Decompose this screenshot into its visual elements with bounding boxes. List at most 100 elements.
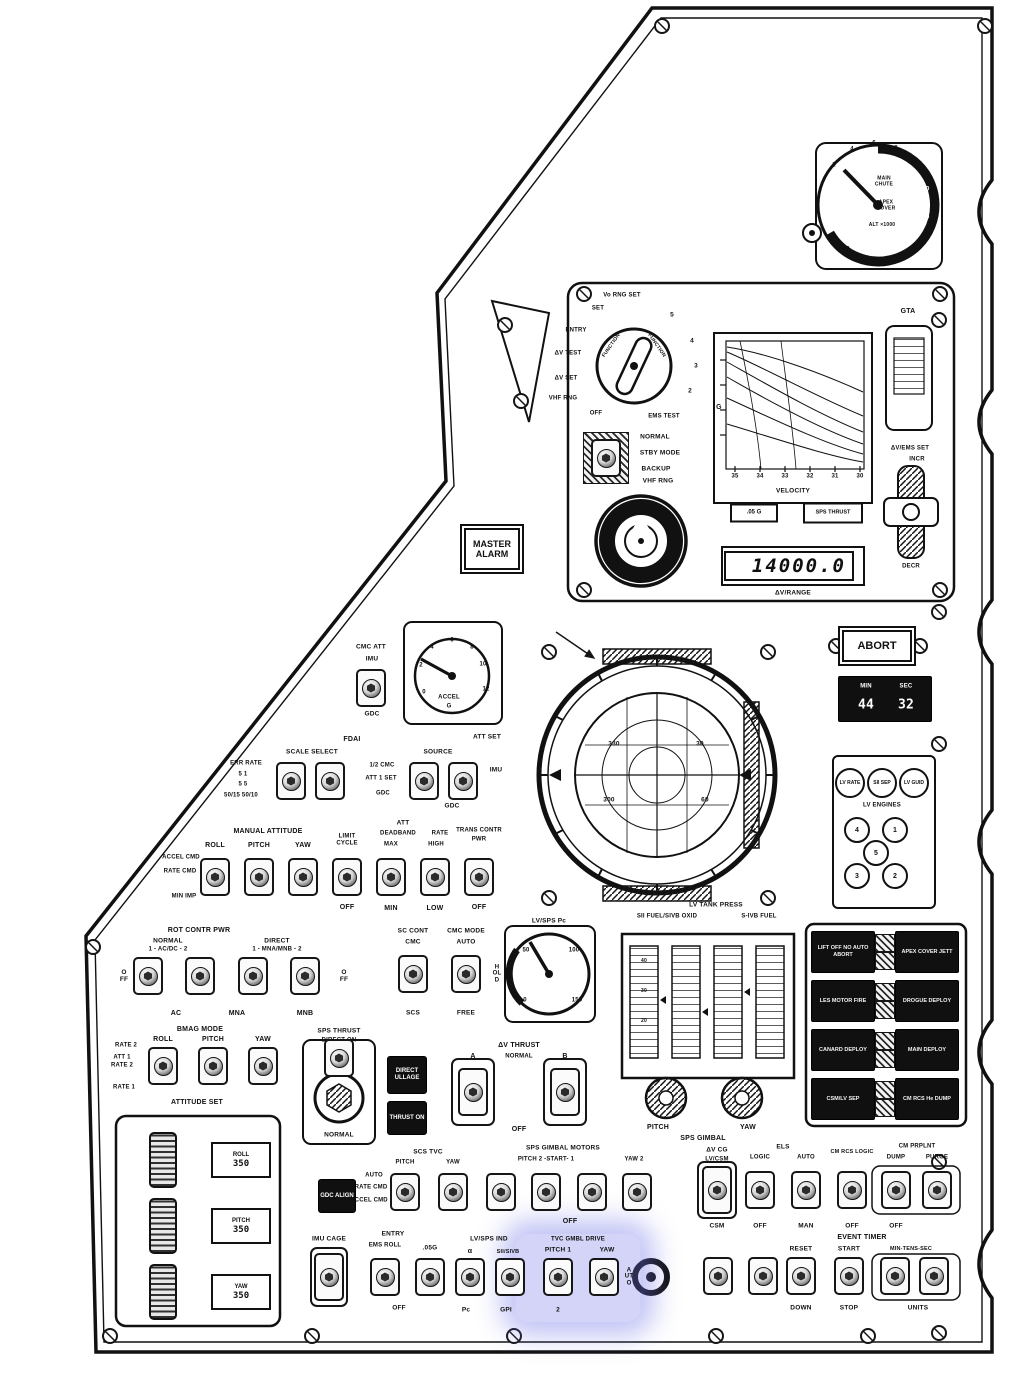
- els-logic-switch[interactable]: [745, 1171, 775, 1209]
- bmag-pitch-switch[interactable]: [198, 1047, 228, 1085]
- sequencer-guard-switch[interactable]: [875, 1050, 895, 1068]
- sps-gimbal-yaw-thumbwheel[interactable]: [720, 1076, 764, 1120]
- sequencer-guard-switch[interactable]: [875, 1001, 895, 1019]
- fdai-source-switch[interactable]: [409, 762, 439, 800]
- ems-function-knob[interactable]: [594, 326, 674, 406]
- rot-direct-1-switch[interactable]: [238, 957, 268, 995]
- scs-tvc-yaw-switch[interactable]: [438, 1173, 468, 1211]
- fdai-scale-switch[interactable]: [276, 762, 306, 800]
- tvc-gmbl-pitch-switch[interactable]: [543, 1258, 573, 1296]
- tvc-gmbl-yaw-switch[interactable]: [589, 1258, 619, 1296]
- timer-start-switch[interactable]: [834, 1257, 864, 1295]
- cm-rcs-logic-switch[interactable]: [837, 1171, 867, 1209]
- direct-ullage-button[interactable]: DIRECT ULLAGE: [387, 1056, 427, 1094]
- event-timer-switch[interactable]: [748, 1257, 778, 1295]
- decr-label: DECR: [902, 563, 920, 570]
- att-set-yaw-thumbwheel[interactable]: [149, 1264, 177, 1320]
- event-timer-switch[interactable]: [703, 1257, 733, 1295]
- deadband-switch[interactable]: [376, 858, 406, 896]
- timer-sec-value: 32: [897, 697, 915, 713]
- cmc-mode-title: CMC MODE: [447, 927, 485, 935]
- gimbal-motor-pitch2-switch[interactable]: [486, 1173, 516, 1211]
- rot-direct-label: DIRECT: [264, 937, 290, 945]
- els-auto-label: AUTO: [797, 1154, 815, 1161]
- tvc-rate-cmd-label: RATE CMD: [354, 1184, 388, 1191]
- att-set-pitch-thumbwheel[interactable]: [149, 1198, 177, 1254]
- sequencer-guard-switch[interactable]: [875, 1081, 895, 1099]
- timer-reset-switch[interactable]: [786, 1257, 816, 1295]
- cmc-att-imu-label: IMU: [365, 655, 379, 663]
- event-timer-display: [838, 676, 932, 722]
- limit-cycle-switch[interactable]: [332, 858, 362, 896]
- cm-prplnt-dump-switch[interactable]: [881, 1171, 911, 1209]
- sps-gimbal-pitch-thumbwheel[interactable]: [644, 1076, 688, 1120]
- rot-normal-1-switch[interactable]: [133, 957, 163, 995]
- velocity-g-axis-label: G: [716, 404, 722, 412]
- accel-tick: 4: [430, 644, 434, 651]
- fdai-select-switch[interactable]: [315, 762, 345, 800]
- els-auto-switch[interactable]: [791, 1171, 821, 1209]
- cmc-mode-switch[interactable]: [451, 955, 481, 993]
- sc-cont-switch[interactable]: [398, 955, 428, 993]
- master-alarm-button[interactable]: MASTER ALARM: [464, 528, 520, 570]
- altimeter-tick: 50: [874, 248, 882, 255]
- accel-tick: 0: [422, 689, 426, 696]
- timer-units-bottom-label: UNITS: [907, 1304, 929, 1312]
- dump-label: DUMP: [886, 1154, 906, 1161]
- man-att-roll-switch[interactable]: [200, 858, 230, 896]
- gimbal-motor-pitch1-switch[interactable]: [531, 1173, 561, 1211]
- auto-vertical-label: AUTO: [624, 1267, 634, 1287]
- rate-switch[interactable]: [420, 858, 450, 896]
- att-set-pitch-value: 350: [232, 1224, 250, 1235]
- lv-sps-gpi-switch[interactable]: [495, 1258, 525, 1296]
- gimbal-motors-row2-label: YAW 2: [624, 1156, 644, 1163]
- accel-tick: 10: [479, 661, 487, 668]
- att-set-label: ATT SET: [473, 733, 501, 741]
- bmag-roll-switch[interactable]: [148, 1047, 178, 1085]
- cmc-att-switch[interactable]: [356, 669, 386, 707]
- thrust-on-button[interactable]: THRUST ON: [387, 1101, 427, 1135]
- ems-mode-switch[interactable]: [591, 439, 621, 477]
- att-set-switch[interactable]: [448, 762, 478, 800]
- rot-normal-2-switch[interactable]: [185, 957, 215, 995]
- rot-direct-2-switch[interactable]: [290, 957, 320, 995]
- man-att-pitch-switch[interactable]: [244, 858, 274, 896]
- imu-cage-switch[interactable]: [314, 1253, 344, 1301]
- timer-min-tens-sec-label: MIN-TENS-SEC: [889, 1245, 933, 1252]
- dv-ems-set-rocker[interactable]: [894, 464, 928, 560]
- sps-gimbal-label: SPS GIMBAL: [680, 1135, 726, 1143]
- g05-switch[interactable]: [415, 1258, 445, 1296]
- att-set-roll-thumbwheel[interactable]: [149, 1132, 177, 1188]
- lv-sps-alpha-pc-switch[interactable]: [455, 1258, 485, 1296]
- tvc-gmbl-pitch1-label: PITCH 1: [544, 1246, 572, 1254]
- ems-roll-switch[interactable]: [370, 1258, 400, 1296]
- altimeter-set-knob[interactable]: [801, 222, 823, 244]
- ems-pos-2: 2: [688, 387, 692, 395]
- sii-sep-light: SII SEP: [867, 768, 897, 798]
- dv-thrust-b-switch[interactable]: [550, 1068, 580, 1116]
- sequencer-guard-switch[interactable]: [875, 1032, 895, 1050]
- man-att-yaw-switch[interactable]: [288, 858, 318, 896]
- dv-thrust-a-switch[interactable]: [458, 1068, 488, 1116]
- bmag-yaw-switch[interactable]: [248, 1047, 278, 1085]
- sequencer-guard-switch[interactable]: [875, 934, 895, 952]
- sequencer-guard-switch[interactable]: [875, 983, 895, 1001]
- sps-thrust-switch[interactable]: [324, 1039, 354, 1077]
- timer-units-switch[interactable]: [919, 1257, 949, 1295]
- timer-tens-switch[interactable]: [880, 1257, 910, 1295]
- sequencer-guard-switch[interactable]: [875, 1099, 895, 1117]
- gdc-align-button[interactable]: GDC ALIGN: [318, 1179, 356, 1213]
- dv-cg-switch[interactable]: [702, 1166, 732, 1214]
- gimbal-motor-yaw2-switch[interactable]: [577, 1173, 607, 1211]
- sequencer-guard-switch[interactable]: [875, 952, 895, 970]
- trans-contr-pwr-switch[interactable]: [464, 858, 494, 896]
- gimbal-motor-yaw1-switch[interactable]: [622, 1173, 652, 1211]
- cm-prplnt-title: CM PRPLNT: [898, 1143, 936, 1150]
- cm-prplnt-purge-switch[interactable]: [922, 1171, 952, 1209]
- dv-thrust-off-label: OFF: [511, 1126, 527, 1134]
- scs-tvc-pitch-switch[interactable]: [390, 1173, 420, 1211]
- pc-tick: 0: [523, 997, 527, 1004]
- sps-thrust-knob[interactable]: [313, 1072, 365, 1124]
- altimeter-tick: 4: [850, 146, 854, 153]
